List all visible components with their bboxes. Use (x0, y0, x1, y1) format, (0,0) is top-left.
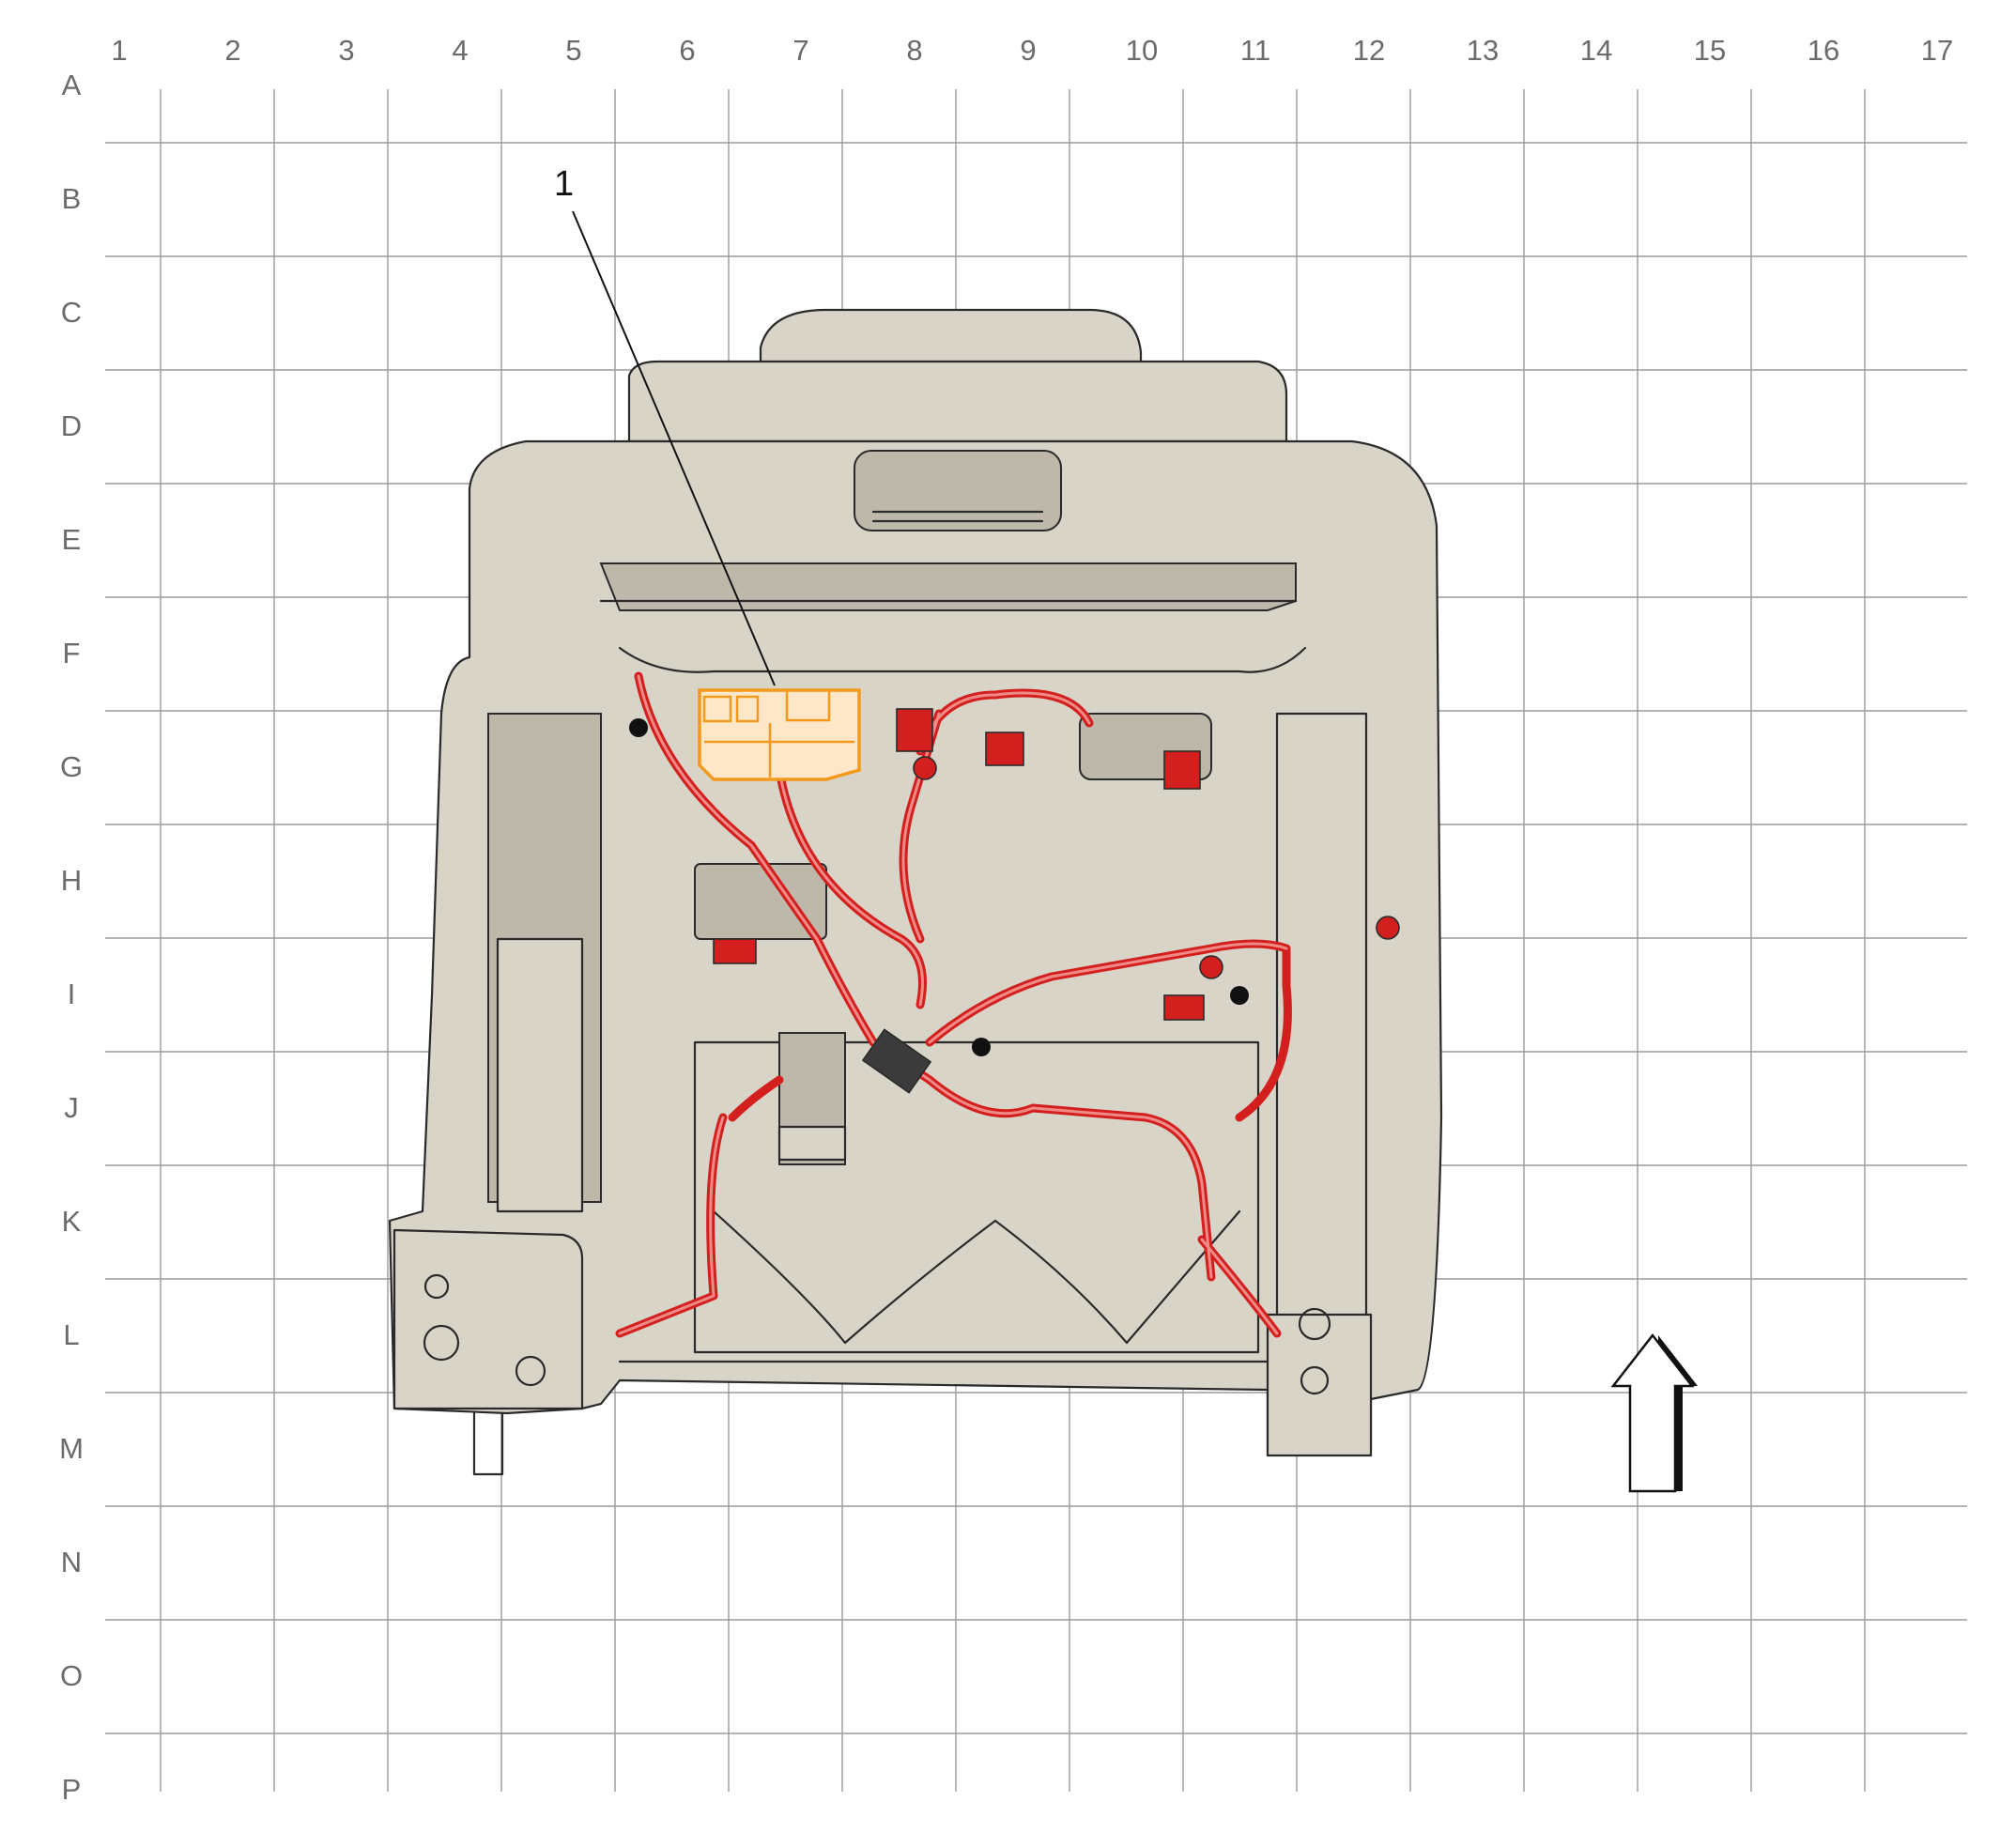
left-bracket-bolt (515, 1355, 546, 1387)
row-label: G (60, 750, 83, 783)
row-label: P (62, 1773, 82, 1806)
vent-grille (854, 450, 1062, 531)
callout-leader-line (572, 210, 776, 686)
harness-grommet (1376, 916, 1400, 940)
harness-grommet (913, 756, 937, 780)
highlighted-module-tab (702, 695, 732, 723)
column-label: 4 (452, 34, 468, 67)
highlighted-module-tab (785, 688, 831, 722)
harness-connector (1163, 994, 1205, 1021)
right-mount-bracket (1266, 1313, 1373, 1457)
right-bracket-bolt (1300, 1365, 1330, 1395)
lumbar-panel (599, 562, 1297, 611)
seat-body (388, 439, 1443, 1453)
row-label: L (63, 1318, 79, 1351)
column-label: 15 (1694, 34, 1726, 67)
left-bracket-bolt (423, 1324, 460, 1362)
clip-fastener (1230, 986, 1249, 1005)
harness-connector (713, 938, 757, 964)
harness-connector (896, 708, 933, 752)
column-label: 12 (1353, 34, 1385, 67)
row-label: A (62, 69, 82, 101)
column-label: 1 (111, 34, 127, 67)
column-label: 5 (565, 34, 581, 67)
column-label: 11 (1240, 34, 1270, 67)
column-label: 14 (1580, 34, 1612, 67)
harness-grommet (1199, 955, 1223, 979)
column-label: 7 (792, 34, 808, 67)
left-mount-bracket (392, 1228, 584, 1410)
cushion-springs (712, 1209, 1241, 1345)
dark-connector (861, 1028, 932, 1094)
harness-connector (1163, 750, 1201, 790)
row-label: K (62, 1205, 82, 1238)
column-label: 13 (1467, 34, 1499, 67)
right-bracket-bolt (1298, 1307, 1331, 1341)
column-label: 8 (906, 34, 922, 67)
highlighted-component (698, 688, 861, 781)
callout-1: 1 (554, 164, 776, 686)
column-label: 6 (679, 34, 695, 67)
cushion-frame (693, 1040, 1260, 1354)
harness-inner-wires (618, 674, 1288, 1335)
wiring-harness (615, 671, 1400, 1338)
column-label: 17 (1921, 34, 1953, 67)
clip-fastener (972, 1038, 991, 1056)
upper-seatback (627, 360, 1288, 443)
left-bracket-bolt (423, 1273, 450, 1300)
column-label: 16 (1808, 34, 1839, 67)
row-label: M (59, 1432, 84, 1465)
harness-connector (985, 732, 1024, 766)
callout-number: 1 (554, 164, 574, 204)
row-label: F (63, 637, 81, 670)
highlighted-module (698, 688, 861, 781)
row-label: I (68, 978, 76, 1010)
row-label: J (64, 1091, 79, 1124)
headrest (759, 308, 1143, 377)
row-labels: A B C D E F G H I J K L M N O P (59, 69, 84, 1806)
column-label: 9 (1020, 34, 1036, 67)
column-label: 2 (224, 34, 240, 67)
seat-frame (388, 308, 1443, 1476)
column-label: 10 (1126, 34, 1158, 67)
left-rail-plate (496, 937, 584, 1213)
cross-beam (599, 599, 1307, 673)
control-module-connector (777, 1125, 847, 1162)
row-label: D (61, 409, 82, 442)
column-label: 3 (338, 34, 354, 67)
row-label: N (61, 1546, 82, 1578)
vent-slats (871, 510, 1044, 523)
row-label: E (62, 523, 82, 556)
up-arrow-icon (1610, 1332, 1698, 1493)
row-label: O (60, 1659, 83, 1692)
row-label: C (61, 296, 82, 329)
row-label: B (62, 182, 82, 215)
left-bracket-connector (472, 1411, 504, 1476)
row-label: H (61, 864, 82, 897)
clip-fastener (629, 718, 648, 737)
highlighted-module-tab (735, 695, 760, 723)
